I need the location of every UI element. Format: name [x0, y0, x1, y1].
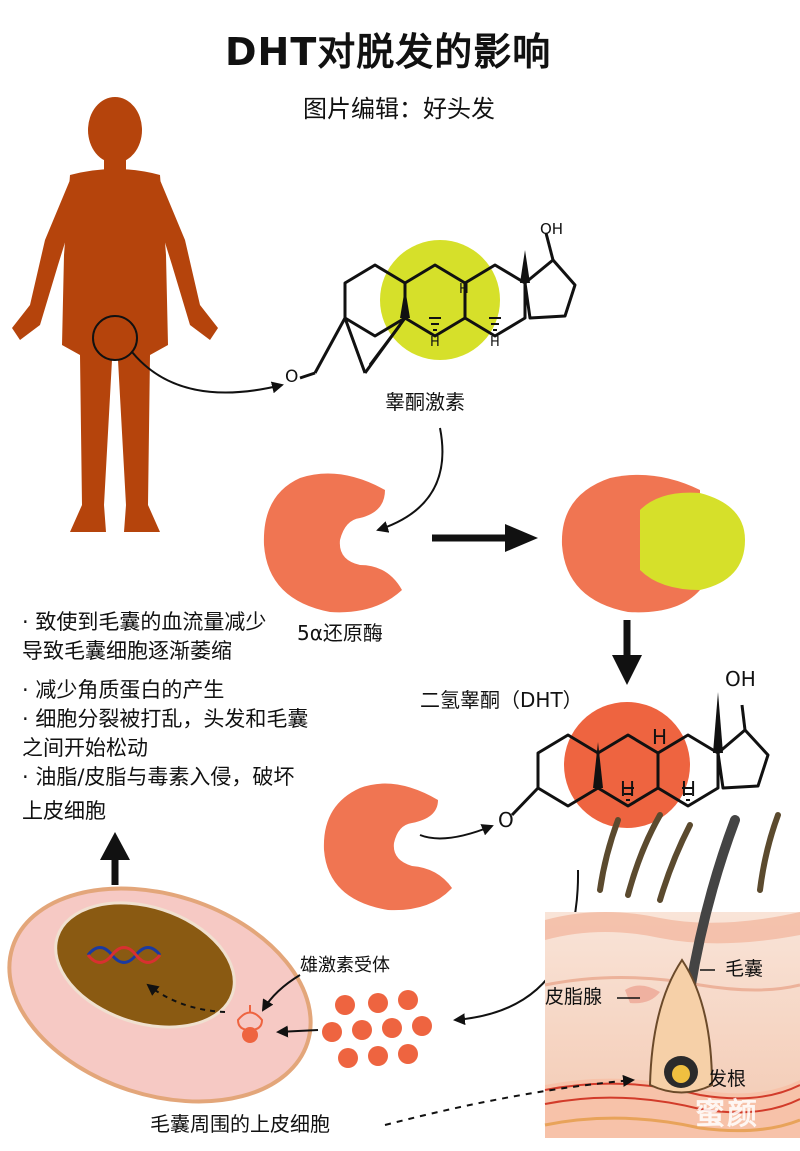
epithelial-cell: [7, 886, 313, 1104]
arrow-testosterone-to-enzyme: [376, 427, 444, 533]
epithelial-cell-label: 毛囊周围的上皮细胞: [150, 1112, 330, 1136]
effect-1-cont: 导致毛囊细胞逐渐萎缩: [22, 639, 232, 663]
arrow-receptor-to-dna: [146, 983, 226, 1013]
hair-root-label: 发根: [708, 1068, 747, 1090]
cell-nucleus: [54, 901, 236, 1029]
h-label-bottom-3: H: [681, 777, 697, 801]
testosterone-highlight: [380, 240, 500, 360]
oh-label-bottom: OH: [725, 667, 756, 691]
follicle-label: 毛囊: [725, 958, 764, 980]
reductase-enzyme-shape-2: [323, 783, 452, 911]
testosterone-label: 睾酮激素: [385, 390, 465, 414]
sebaceous-gland-label: 皮脂腺: [545, 986, 603, 1008]
h-label-top-2: H: [430, 335, 440, 350]
reductase-label: 5α还原酶: [297, 621, 383, 645]
human-body-icon: [12, 97, 218, 532]
arrow-cell-to-effects: [100, 832, 130, 885]
arrow-body-to-testosterone: [131, 351, 284, 394]
o-label-top: O: [285, 367, 299, 387]
dna-icon: [86, 946, 162, 964]
effect-3: · 细胞分裂被打乱，头发和毛囊: [22, 707, 309, 731]
arrow-receptor-label: [261, 974, 301, 1012]
page-title: DHT对脱发的影响: [225, 30, 552, 74]
oh-label-top: OH: [540, 220, 564, 238]
effect-4: · 油脂/皮脂与毒素入侵，破坏: [22, 765, 295, 789]
groin-highlight-circle: [92, 315, 138, 361]
effect-4-cont: 上皮细胞: [22, 799, 106, 823]
dht-label: 二氢睾酮（DHT）: [420, 688, 583, 712]
arrow-dht-into-cell: [276, 1025, 319, 1038]
arrow-enzyme2-to-dht: [419, 824, 494, 840]
receptor-label: 雄激素受体: [300, 955, 390, 976]
h-label-bottom-2: H: [620, 777, 636, 801]
arrow-enzyme-to-complex: [432, 524, 538, 552]
reductase-enzyme-shape: [263, 473, 402, 613]
receptor-icon: [236, 1005, 264, 1043]
arrow-complex-to-dht: [612, 620, 642, 685]
o-label-bottom: O: [498, 808, 514, 832]
testosterone-molecule: [299, 232, 577, 380]
effect-2: · 减少角质蛋白的产生: [22, 678, 225, 702]
h-label-top-1: H: [459, 282, 469, 297]
dht-highlight: [564, 702, 690, 828]
effect-1: · 致使到毛囊的血流量减少: [22, 610, 267, 634]
h-label-bottom-1: H: [652, 725, 668, 749]
page-subtitle: 图片编辑：好头发: [303, 95, 495, 123]
h-label-top-3: H: [490, 335, 500, 350]
dht-particles: [322, 990, 432, 1068]
effect-3-cont: 之间开始松动: [22, 736, 148, 760]
arrow-hair-root: [384, 1074, 635, 1126]
watermark: 蜜颜: [695, 1097, 759, 1132]
scalp-cross-section: [544, 812, 800, 1138]
dht-molecule: [510, 692, 770, 828]
enzyme-testosterone-complex: [561, 474, 745, 613]
